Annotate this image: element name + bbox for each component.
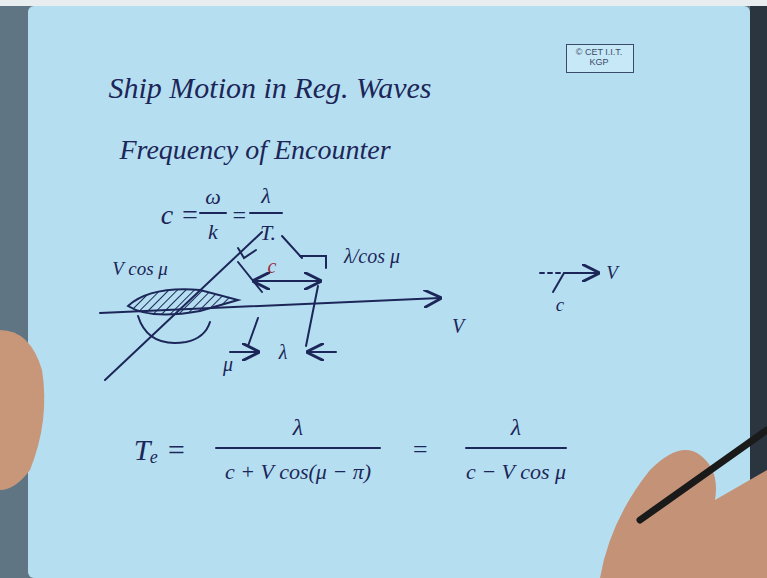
top-edge [0,0,767,6]
wave-crest [238,262,262,292]
velocity-arrow [564,272,598,274]
denominator: k [208,221,218,243]
slide-title: Ship Motion in Reg. Waves [108,73,431,103]
ship-course-arrow [100,298,440,313]
wave-crest [282,236,302,258]
formula-part: c = [161,201,199,229]
velocity-label: V [452,316,464,336]
length-label: λ/cos μ [344,246,400,266]
denominator: T. [260,222,276,244]
pen [640,430,767,520]
wave-line [553,273,564,292]
speed-label: c [556,295,564,314]
length-bracket [300,256,326,268]
dashed-line [540,272,564,274]
numerator: λ [511,415,521,439]
denominator: c + V cos(μ − π) [225,461,371,483]
velocity-label: V [606,263,618,282]
wave-direction-line [105,232,262,380]
dimension-tick [306,286,318,346]
numerator: λ [261,185,271,207]
numerator: λ [293,415,303,439]
left-hand [0,330,44,490]
dimension-arrow [230,351,258,353]
fraction-bar [466,447,566,449]
copyright-stamp: © CET I.I.T. KGP [566,44,634,73]
dimension-arrow [308,351,336,353]
subtitle: Frequency of Encounter [119,136,390,164]
angle-label: μ [223,354,233,374]
fraction-bar [250,212,282,214]
right-hand [600,450,767,578]
speed-arrow [254,280,320,282]
wave-arrowhead [238,248,256,258]
speed-label: c [268,256,277,276]
formula-part: Tₑ = [134,435,186,465]
component-label: V cos μ [112,259,168,278]
numerator: ω [205,186,221,208]
fraction-bar [216,447,380,449]
equals-sign: = [411,437,429,463]
stamp-text: © CET I.I.T. KGP [571,47,627,68]
equals-sign: = [231,203,247,227]
dimension-tick [248,318,258,346]
wavelength-label: λ [279,342,288,362]
denominator: c − V cos μ [466,461,566,483]
fraction-bar [200,212,226,214]
